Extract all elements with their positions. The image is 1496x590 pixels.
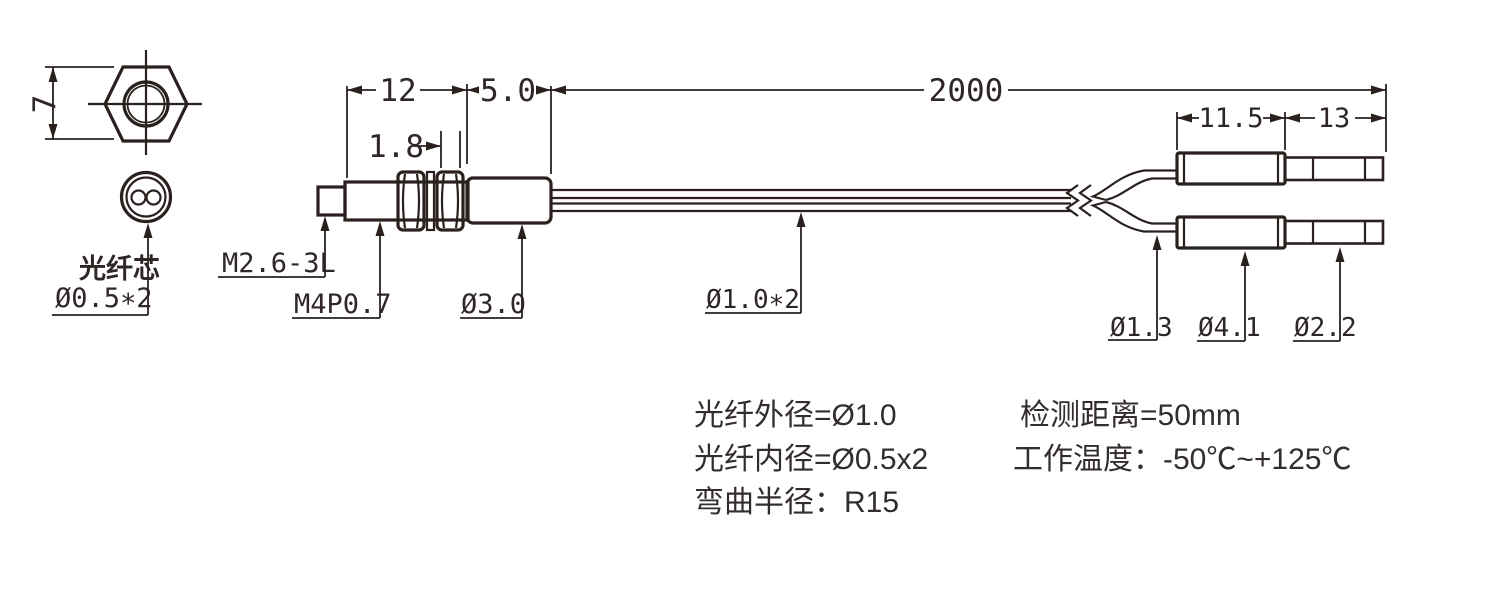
upper-tip xyxy=(1283,156,1385,182)
dim-text-mask xyxy=(1199,105,1263,131)
dim-text-mask xyxy=(376,76,420,104)
callout-body-thread: M4P0.7 xyxy=(292,221,392,320)
arrowhead-left xyxy=(467,85,482,95)
sensor-body xyxy=(343,180,470,222)
arrowhead-up xyxy=(1240,251,1250,266)
core-left-circle xyxy=(130,189,147,206)
dim-7-label: 7 xyxy=(27,95,63,114)
inner-circle xyxy=(125,176,167,218)
sensor-tip xyxy=(316,185,347,217)
arrowhead-up xyxy=(1152,235,1162,250)
callout-head-diameter: Ø3.0 xyxy=(460,224,527,320)
fork-upper-inner xyxy=(1105,177,1177,202)
fork-lower-inner xyxy=(1105,200,1177,225)
cable-break xyxy=(1078,184,1093,217)
thread-circle-inner xyxy=(126,84,166,124)
hex-nut-1 xyxy=(396,170,426,232)
washer xyxy=(425,170,436,232)
arrowhead-right xyxy=(426,141,441,151)
dim-text-mask xyxy=(1315,105,1355,131)
callout-branch-fiber-diameter: Ø1.3 xyxy=(1108,235,1173,343)
dim-row-right: 11.5 13 xyxy=(1177,103,1386,134)
dim-12-label: 12 xyxy=(379,73,416,109)
dim-across-flats: 7 xyxy=(27,66,114,140)
dim-13-label: 13 xyxy=(1318,103,1351,134)
callout-tip-diameter: Ø2.2 xyxy=(1293,247,1357,343)
spec-sensing-distance: 检测距离=50mm xyxy=(1020,399,1241,432)
upper-sleeve xyxy=(1175,151,1287,186)
spec-operating-temperature: 工作温度：-50℃~+125℃ xyxy=(1013,443,1351,476)
arrowhead-right xyxy=(536,85,551,95)
cable-break xyxy=(1065,184,1080,217)
arrowhead-up xyxy=(1335,247,1345,262)
arrowhead-left xyxy=(347,85,362,95)
fiber-core-label: 光纤芯 xyxy=(78,254,160,284)
fiber-core-size: Ø0.5∗2 xyxy=(55,283,153,314)
fork-lower-outer xyxy=(1089,200,1177,233)
hex-nut-2-facet xyxy=(440,173,446,229)
hex-nut-2 xyxy=(435,170,465,232)
tip-diameter-label: Ø2.2 xyxy=(1294,313,1357,343)
hex-nut-2-facet xyxy=(454,173,460,229)
dim-11-5-label: 11.5 xyxy=(1198,103,1263,134)
tip-thread-label: M2.6-3L xyxy=(222,248,336,279)
arrowhead-right xyxy=(452,85,467,95)
dim-text-mask xyxy=(479,76,536,104)
body-thread-label: M4P0.7 xyxy=(294,289,392,320)
arrowhead-right xyxy=(1371,113,1386,123)
spec-fiber-inner-diameter: 光纤内径=Ø0.5x2 xyxy=(694,443,928,476)
arrowhead-right xyxy=(1270,113,1285,123)
dim-row-top: 12 5.0 2000 xyxy=(347,73,1386,109)
arrowhead-right xyxy=(1371,85,1386,95)
jacket-circle xyxy=(119,170,173,224)
dim-nut-gap: 1.8 xyxy=(368,129,461,168)
sensor-head xyxy=(465,176,553,225)
cable-diameter-label: Ø1.0∗2 xyxy=(706,285,800,315)
dim-5-label: 5.0 xyxy=(480,73,536,109)
dim-2000-label: 2000 xyxy=(929,73,1004,109)
arrowhead-up xyxy=(375,221,385,236)
sleeve-diameter-label: Ø4.1 xyxy=(1198,313,1261,343)
arrowhead-up xyxy=(796,212,806,227)
spec-text-right: 检测距离=50mm 工作温度：-50℃~+125℃ xyxy=(1013,399,1351,476)
sensor-side-view xyxy=(316,151,1385,250)
branch-fiber-diameter-label: Ø1.3 xyxy=(1110,313,1173,343)
spec-text-left: 光纤外径=Ø1.0 光纤内径=Ø0.5x2 弯曲半径：R15 xyxy=(694,399,928,519)
spec-fiber-outer-diameter: 光纤外径=Ø1.0 xyxy=(694,399,897,432)
arrowhead-up xyxy=(48,67,58,82)
lower-tip xyxy=(1283,219,1385,245)
hex-nut-front-view xyxy=(88,50,202,155)
spec-bend-radius: 弯曲半径：R15 xyxy=(694,486,899,519)
head-diameter-label: Ø3.0 xyxy=(461,289,526,320)
dim-text-mask xyxy=(924,76,1008,104)
fiber-core-callout: 光纤芯 Ø0.5∗2 xyxy=(52,223,160,316)
dim-1-8-label: 1.8 xyxy=(368,129,424,165)
core-right-circle xyxy=(145,189,162,206)
arrowhead-down xyxy=(48,124,58,139)
arrowhead-left xyxy=(1285,113,1300,123)
lower-sleeve xyxy=(1175,215,1287,250)
callout-sleeve-diameter: Ø4.1 xyxy=(1197,251,1261,343)
callout-cable-diameter: Ø1.0∗2 xyxy=(705,212,806,315)
thread-circle-outer xyxy=(122,80,170,128)
arrowhead-up xyxy=(320,216,330,231)
arrowhead-up xyxy=(143,223,153,238)
extension-lines xyxy=(346,84,1387,178)
fiber-end-view xyxy=(119,170,173,224)
callout-tip-thread: M2.6-3L xyxy=(218,216,336,279)
hex-nut-1-facet xyxy=(401,173,407,229)
fork-upper-outer xyxy=(1089,169,1177,202)
arrowhead-up xyxy=(517,224,527,239)
arrowhead-left xyxy=(1177,113,1192,123)
hex-nut-1-facet xyxy=(415,173,421,229)
arrowhead-left xyxy=(551,85,566,95)
